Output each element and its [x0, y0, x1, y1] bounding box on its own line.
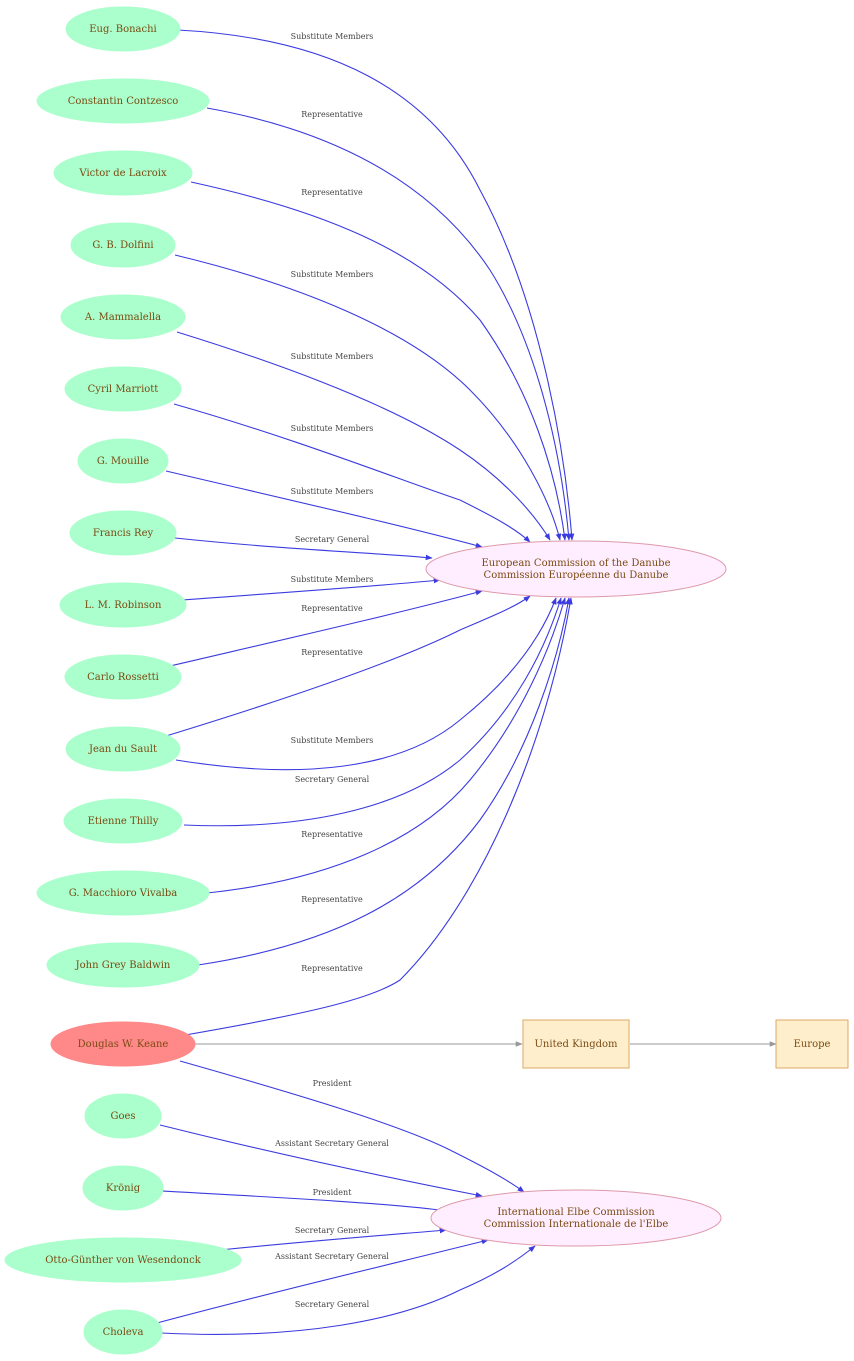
node-label: Carlo Rossetti: [87, 672, 159, 683]
edge-label-mammalella: Substitute Members: [291, 352, 374, 361]
node-label: L. M. Robinson: [85, 600, 162, 611]
node-label-line2: Commission Internationale de l'Elbe: [484, 1219, 669, 1230]
node-lacroix[interactable]: Victor de Lacroix: [53, 150, 193, 196]
node-mammalella[interactable]: A. Mammalella: [60, 294, 186, 340]
edge-contzesco-danube: [206, 107, 572, 541]
edge-rey-danube: [174, 537, 433, 561]
edge-choleva-elbe-1: [156, 1238, 489, 1324]
person-nodes: Eug. Bonachi Constantin Contzesco Victor…: [4, 6, 242, 1355]
node-vivalba[interactable]: G. Macchioro Vivalba: [36, 870, 210, 916]
node-label: A. Mammalella: [84, 312, 161, 323]
node-label: Eug. Bonachi: [89, 24, 157, 35]
edge-label-marriott: Substitute Members: [291, 424, 374, 433]
edge-label-kronig: President: [313, 1188, 353, 1197]
node-label: Francis Rey: [93, 528, 154, 539]
edge-label-keane-danube: Representative: [301, 964, 363, 973]
node-label: Jean du Sault: [88, 744, 157, 755]
edge-sault-danube-1: [165, 595, 531, 737]
edge-bonachi-danube: [177, 29, 575, 541]
node-wesendonck[interactable]: Otto-Günther von Wesendonck: [4, 1237, 242, 1283]
node-europe[interactable]: Europe: [775, 1019, 849, 1069]
edge-keane-danube: [184, 597, 573, 1036]
edge-label-mouille: Substitute Members: [291, 487, 374, 496]
node-rey[interactable]: Francis Rey: [69, 510, 177, 556]
edge-kronig-elbe: [161, 1190, 447, 1213]
node-label: Cyril Marriott: [88, 384, 159, 395]
node-mouille[interactable]: G. Mouille: [77, 438, 169, 484]
edge-label-rey: Secretary General: [295, 535, 370, 544]
edge-baldwin-danube: [197, 597, 571, 966]
node-label: Otto-Günther von Wesendonck: [45, 1255, 201, 1266]
node-choleva[interactable]: Choleva: [83, 1309, 163, 1355]
edge-label-baldwin: Representative: [301, 895, 363, 904]
edge-label-choleva-2: Secretary General: [295, 1300, 370, 1309]
node-dolfini[interactable]: G. B. Dolfini: [70, 222, 176, 268]
node-goes[interactable]: Goes: [84, 1093, 162, 1139]
edge-label-bonachi: Substitute Members: [291, 32, 374, 41]
edge-label-robinson: Substitute Members: [291, 575, 374, 584]
edge-robinson-danube: [182, 577, 441, 601]
node-marriott[interactable]: Cyril Marriott: [64, 366, 182, 412]
place-nodes: United Kingdom Europe: [522, 1019, 849, 1069]
node-robinson[interactable]: L. M. Robinson: [59, 582, 187, 628]
edge-label-rossetti: Representative: [301, 604, 363, 613]
node-elbe-commission[interactable]: International Elbe Commission Commission…: [430, 1189, 722, 1247]
edge-rossetti-danube: [169, 589, 483, 667]
edge-label-thilly: Secretary General: [295, 775, 370, 784]
node-label: Etienne Thilly: [88, 816, 159, 827]
node-label: Douglas W. Keane: [78, 1039, 169, 1050]
node-label-line2: Commission Européenne du Danube: [484, 570, 669, 581]
node-label: Choleva: [103, 1327, 144, 1338]
node-label: Goes: [110, 1111, 135, 1122]
edge-wesendonck-elbe: [219, 1227, 447, 1251]
node-label: John Grey Baldwin: [75, 960, 171, 971]
node-baldwin[interactable]: John Grey Baldwin: [46, 942, 200, 988]
edge-label-choleva-1: Assistant Secretary General: [274, 1252, 389, 1261]
node-bonachi[interactable]: Eug. Bonachi: [65, 6, 181, 52]
node-label: G. Mouille: [97, 456, 149, 467]
node-danube-commission[interactable]: European Commission of the Danube Commis…: [425, 540, 727, 598]
edge-label-keane-elbe: President: [313, 1079, 353, 1088]
edge-marriott-danube: [173, 403, 531, 543]
node-label: G. Macchioro Vivalba: [69, 888, 177, 899]
edge-labels: Substitute Members Representative Repres…: [274, 32, 389, 1309]
edge-mammalella-danube: [176, 331, 551, 541]
edge-label-goes: Assistant Secretary General: [274, 1139, 389, 1148]
node-keane[interactable]: Douglas W. Keane: [50, 1021, 196, 1067]
node-label-line1: European Commission of the Danube: [481, 558, 670, 569]
node-sault[interactable]: Jean du Sault: [65, 726, 181, 772]
node-label-line1: International Elbe Commission: [497, 1207, 655, 1218]
node-contzesco[interactable]: Constantin Contzesco: [36, 78, 210, 124]
node-thilly[interactable]: Etienne Thilly: [63, 798, 183, 844]
edge-keane-elbe: [179, 1060, 525, 1193]
node-label: Europe: [794, 1039, 831, 1050]
edge-label-vivalba: Representative: [301, 830, 363, 839]
edge-label-sault-2: Substitute Members: [291, 736, 374, 745]
edge-thilly-danube: [183, 597, 562, 827]
node-label: United Kingdom: [535, 1039, 619, 1050]
node-united-kingdom[interactable]: United Kingdom: [522, 1019, 630, 1069]
edge-label-wesendonck: Secretary General: [295, 1226, 370, 1235]
edge-lacroix-danube: [190, 181, 567, 541]
edge-label-lacroix: Representative: [301, 188, 363, 197]
edge-label-sault-1: Representative: [301, 648, 363, 657]
organization-nodes: European Commission of the Danube Commis…: [425, 540, 727, 1247]
node-label: Constantin Contzesco: [68, 96, 179, 107]
edge-choleva-elbe-2: [160, 1245, 536, 1335]
edge-dolfini-danube: [174, 254, 562, 541]
edges: [156, 29, 777, 1335]
node-label: G. B. Dolfini: [92, 240, 153, 251]
edge-goes-elbe: [159, 1124, 483, 1198]
edge-label-contzesco: Representative: [301, 110, 363, 119]
edge-mouille-danube: [165, 470, 483, 549]
node-label: Krönig: [106, 1183, 141, 1194]
edge-label-dolfini: Substitute Members: [291, 270, 374, 279]
node-label: Victor de Lacroix: [78, 168, 167, 179]
edge-vivalba-danube: [206, 597, 566, 894]
node-rossetti[interactable]: Carlo Rossetti: [64, 654, 182, 700]
node-kronig[interactable]: Krönig: [82, 1165, 164, 1211]
edge-sault-danube-2: [175, 597, 557, 771]
